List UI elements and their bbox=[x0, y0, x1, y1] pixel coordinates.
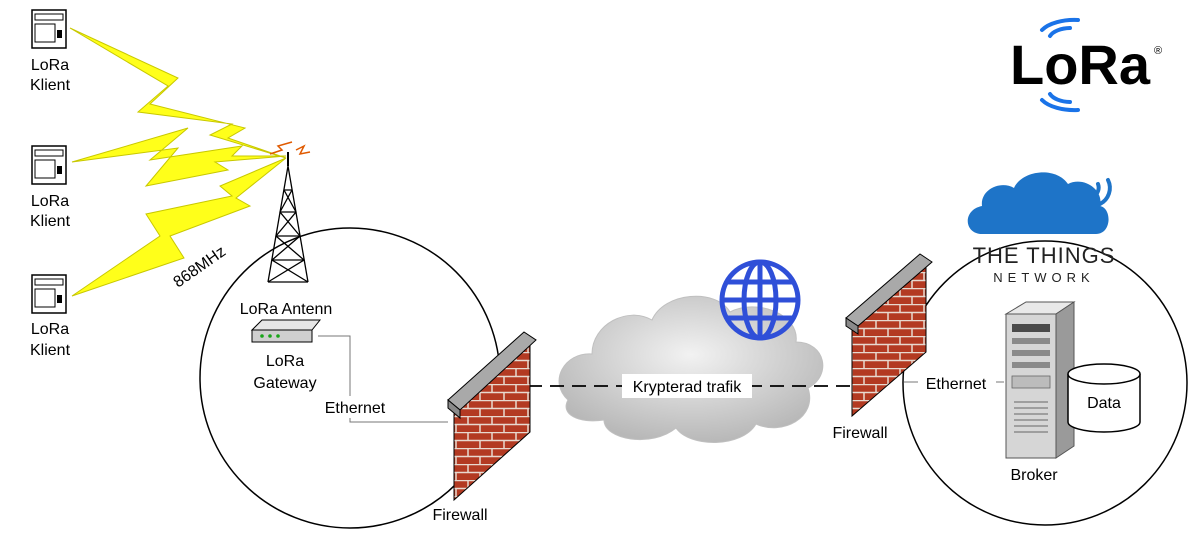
ttn-network-circle bbox=[902, 240, 1188, 526]
gateway-device-icon bbox=[250, 319, 322, 343]
gateway-label-2: Gateway bbox=[253, 375, 316, 392]
tunnel-label: Krypterad trafik bbox=[633, 379, 742, 396]
antenna-label: LoRa Antenn bbox=[240, 301, 333, 318]
ttn-subtitle: NETWORK bbox=[993, 270, 1094, 285]
internet-cloud bbox=[558, 295, 824, 444]
lora-logo-text: LoRa bbox=[1010, 33, 1151, 96]
radio-bolts bbox=[69, 27, 287, 297]
left-ethernet-label: Ethernet bbox=[325, 400, 386, 417]
left-ethernet-cable bbox=[318, 335, 448, 423]
ttn-cloud-icon bbox=[967, 172, 1109, 234]
globe-icon bbox=[719, 259, 801, 341]
client-device-2 bbox=[31, 145, 67, 185]
client-label-3b: Klient bbox=[30, 342, 71, 359]
client-label-2b: Klient bbox=[30, 213, 71, 230]
right-ethernet-label: Ethernet bbox=[926, 376, 987, 393]
data-label: Data bbox=[1087, 395, 1121, 412]
right-ethernet-label-bg bbox=[918, 372, 996, 394]
ttn-wifi-icon bbox=[1092, 178, 1112, 206]
lora-logo: LoRa ® bbox=[1010, 17, 1162, 113]
client-device-1 bbox=[31, 9, 67, 49]
client-label-1b: Klient bbox=[30, 77, 71, 94]
right-firewall-icon bbox=[845, 253, 933, 418]
lightning-bolt-2 bbox=[71, 127, 287, 187]
broker-label: Broker bbox=[1010, 467, 1058, 484]
ttn-logo: THE THINGS NETWORK bbox=[967, 172, 1116, 285]
gateway-label-1: LoRa bbox=[266, 353, 304, 370]
lightning-bolt-3 bbox=[71, 157, 287, 297]
client-label-3a: LoRa bbox=[31, 321, 69, 338]
tunnel-label-bg bbox=[622, 374, 752, 398]
lightning-bolt-1 bbox=[69, 27, 287, 159]
server-icon bbox=[1004, 301, 1076, 459]
client-device-3 bbox=[31, 274, 67, 314]
left-firewall-icon bbox=[447, 331, 537, 502]
client-label-2a: LoRa bbox=[31, 193, 69, 210]
right-firewall-label: Firewall bbox=[832, 425, 887, 442]
lora-logo-registered: ® bbox=[1154, 45, 1162, 57]
client-label-1a: LoRa bbox=[31, 57, 69, 74]
left-firewall-label: Firewall bbox=[432, 507, 487, 524]
database-icon bbox=[1067, 363, 1141, 433]
ttn-title: THE THINGS bbox=[973, 243, 1116, 268]
antenna-tower-icon bbox=[267, 141, 311, 283]
left-ethernet-label-bg bbox=[314, 396, 396, 418]
